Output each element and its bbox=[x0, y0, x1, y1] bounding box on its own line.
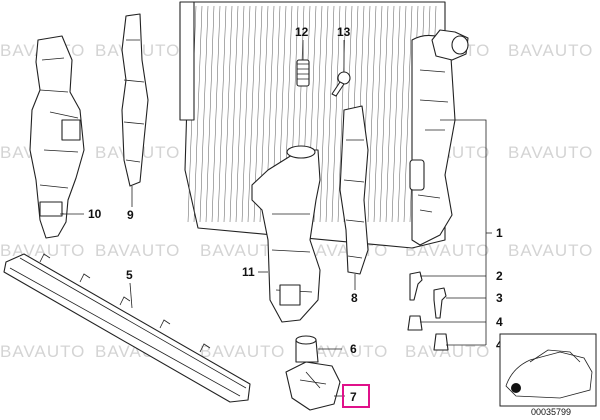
right-air-guide bbox=[339, 105, 369, 275]
watermark-text: BAVAUTO bbox=[200, 241, 285, 260]
callout-3: 3 bbox=[496, 291, 503, 305]
watermark-text: BAVAUTO bbox=[508, 241, 593, 260]
radiator-fin bbox=[385, 5, 395, 223]
radiator-fin bbox=[403, 5, 413, 223]
radiator-fin bbox=[199, 5, 209, 223]
bolt-part-2 bbox=[409, 271, 423, 301]
callout-11: 11 bbox=[242, 265, 255, 279]
radiator-fin bbox=[205, 5, 215, 223]
callout-6: 6 bbox=[350, 342, 357, 356]
callout-9: 9 bbox=[127, 208, 134, 222]
grommet-part-4 bbox=[433, 333, 449, 351]
location-marker bbox=[511, 383, 521, 393]
callout-4: 4 bbox=[496, 315, 503, 329]
tank-outlet bbox=[279, 284, 301, 306]
side-bracket-9 bbox=[121, 13, 149, 187]
duct-clip bbox=[39, 201, 63, 217]
radiator-fin bbox=[391, 5, 401, 223]
radiator-fin bbox=[235, 5, 245, 223]
watermark-text: BAVAUTO bbox=[405, 342, 490, 361]
radiator-side-tank-right bbox=[411, 34, 456, 246]
callout-5: 5 bbox=[126, 268, 133, 282]
lower-bracket bbox=[285, 361, 341, 411]
thumbnail-frame bbox=[499, 333, 597, 407]
radiator-fin bbox=[193, 5, 203, 223]
radiator-fin bbox=[379, 5, 389, 223]
level-sensor bbox=[296, 59, 310, 87]
callout-10: 10 bbox=[88, 207, 102, 221]
watermark-text: BAVAUTO bbox=[405, 241, 490, 260]
left-air-duct bbox=[29, 35, 85, 239]
small-hardware bbox=[407, 271, 449, 351]
radiator-fin bbox=[397, 5, 407, 223]
leader-lines bbox=[60, 40, 492, 397]
radiator-fin bbox=[367, 5, 377, 223]
callout-1: 1 bbox=[496, 226, 503, 240]
callouts: 1 2 3 4 4 5 6 7 8 9 10 11 12 13 bbox=[88, 25, 503, 408]
radiator-fin bbox=[331, 5, 341, 223]
radiator-fin bbox=[319, 5, 329, 223]
radiator-fin bbox=[223, 5, 233, 223]
duct-clip bbox=[61, 119, 81, 141]
callout-7-highlight-box bbox=[342, 384, 370, 408]
car-outline bbox=[505, 351, 593, 399]
tank-filler-opening bbox=[286, 145, 316, 159]
watermark-text: BAVAUTO bbox=[303, 342, 388, 361]
radiator-fin bbox=[217, 5, 227, 223]
radiator bbox=[179, 1, 469, 249]
watermark-text: BAVAUTO bbox=[200, 342, 285, 361]
callout-8: 8 bbox=[351, 291, 358, 305]
callout-13: 13 bbox=[337, 25, 351, 39]
mounting-screw bbox=[331, 71, 351, 97]
expansion-tank bbox=[251, 145, 321, 323]
callout-12: 12 bbox=[295, 25, 309, 39]
bolt-part-3 bbox=[433, 287, 447, 319]
callout-2: 2 bbox=[496, 269, 503, 283]
radiator-fin bbox=[241, 5, 251, 223]
radiator-fin bbox=[373, 5, 383, 223]
reference-number: 00035799 bbox=[531, 407, 571, 417]
radiator-fin bbox=[211, 5, 221, 223]
radiator-fin bbox=[247, 5, 257, 223]
grommet-part-4 bbox=[407, 315, 423, 331]
callout-7: 7 bbox=[350, 390, 357, 404]
watermark-text: BAVAUTO bbox=[508, 143, 593, 162]
rubber-mount bbox=[295, 335, 319, 363]
radiator-cap bbox=[451, 35, 469, 55]
watermark-text: BAVAUTO bbox=[95, 241, 180, 260]
watermark-text: BAVAUTO bbox=[508, 41, 593, 60]
locator-thumbnail: 00035799 bbox=[499, 333, 597, 417]
watermark-text: BAVAUTO bbox=[0, 342, 85, 361]
radiator-fin bbox=[325, 5, 335, 223]
radiator-side-tank-left bbox=[179, 1, 195, 121]
radiator-fin bbox=[229, 5, 239, 223]
lower-air-guide bbox=[3, 253, 251, 403]
radiator-drain-stub bbox=[409, 159, 425, 191]
radiator-fin bbox=[337, 5, 347, 223]
